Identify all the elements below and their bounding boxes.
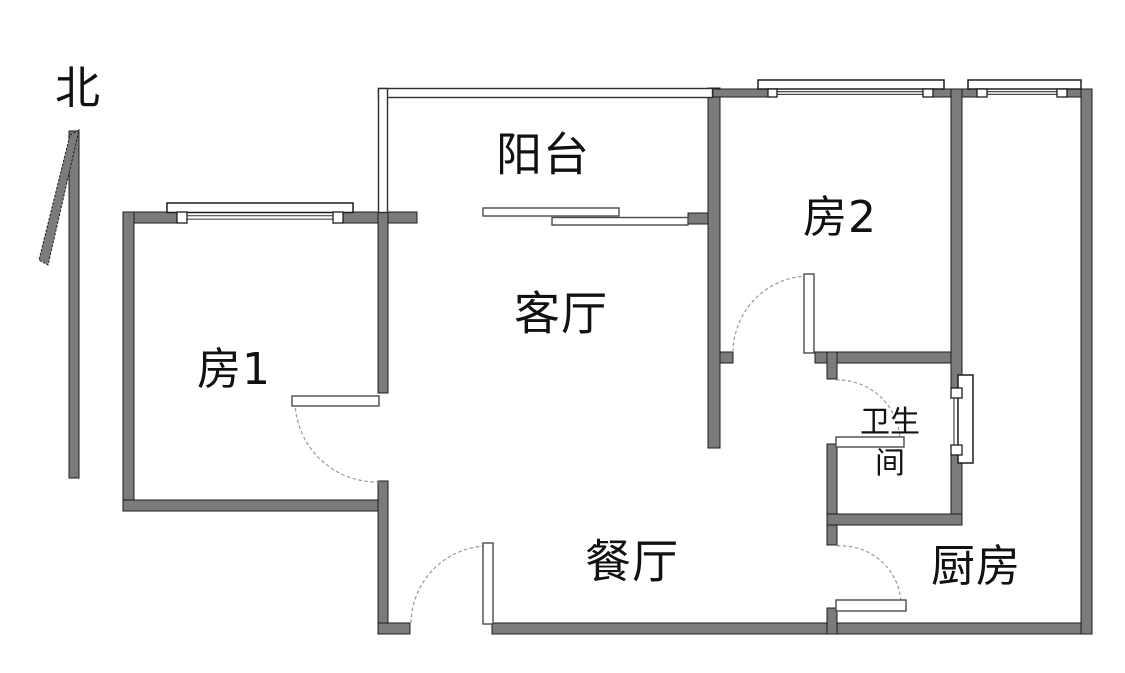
door-swing-arc [836,545,902,602]
room-label-dining: 餐厅 [585,534,679,589]
wall-sliding-door-stub [687,212,709,225]
wall-room2-bottom-stub [719,351,734,364]
window-end [950,387,963,399]
window-frame [166,202,354,214]
room-label-bedroom1: 房1 [197,343,271,395]
window-end [332,211,344,224]
window-bathroom [950,374,974,464]
door-swing-arc [835,379,901,443]
wall-bathroom-left-stub [826,351,838,380]
windows [166,79,1082,464]
wall-column-upper [950,88,963,389]
doors [291,207,907,625]
door-leaf [291,395,380,407]
wall-kitchen-left-stub [826,607,838,635]
wall-room1-left [122,211,135,512]
window-room1 [166,202,354,224]
sliding-panel [482,207,620,217]
window-end [922,88,934,98]
wall-bottom-west [377,622,411,635]
room-label-kitchen: 厨房 [931,540,1021,592]
window-end [976,88,988,98]
window-kitchen-column [967,79,1082,98]
window-end [176,211,188,224]
balcony-parapet-top [377,87,714,99]
sliding-panel [551,216,689,226]
north-arrow [38,129,80,479]
wall-right [1080,88,1093,635]
room-label-bedroom2: 房2 [803,191,877,243]
door-swing-arc [294,401,380,483]
window-frame [967,79,1082,90]
window-frame [757,79,945,90]
door-leaf [803,273,815,354]
door-room2 [732,273,815,354]
north-arrow-barb [38,129,80,266]
wall-mid-vertical-upper [377,211,389,394]
window-room2 [757,79,945,98]
wall-bathroom-left [826,443,838,546]
door-swing-arc [732,275,807,353]
door-leaf [835,436,905,448]
balcony-parapet-left [377,87,389,214]
wall-living-room2 [707,87,721,449]
door-room1 [291,395,380,483]
door-leaf [835,599,907,612]
door-entry [410,542,494,625]
wall-mid-vertical-lower [377,480,389,635]
north-label: 北 [54,61,102,115]
sliding-door-balcony [482,207,689,226]
walls [122,87,1093,635]
door-bathroom [835,379,905,448]
window-end [1056,88,1068,98]
north-arrow-shaft [68,130,80,479]
door-leaf [482,542,494,625]
room-label-living: 客厅 [514,286,608,341]
wall-bottom-main [491,622,1093,635]
room-label-balcony: 阳台 [496,127,590,182]
window-end [950,444,963,456]
wall-room1-bottom [122,499,389,512]
door-swing-arc [410,545,489,624]
room-label-bathroom: 卫生间 [860,405,920,481]
window-end [767,88,778,98]
balcony-outline [377,87,714,214]
wall-bathroom-bottom [826,513,963,526]
door-kitchen [835,545,907,612]
